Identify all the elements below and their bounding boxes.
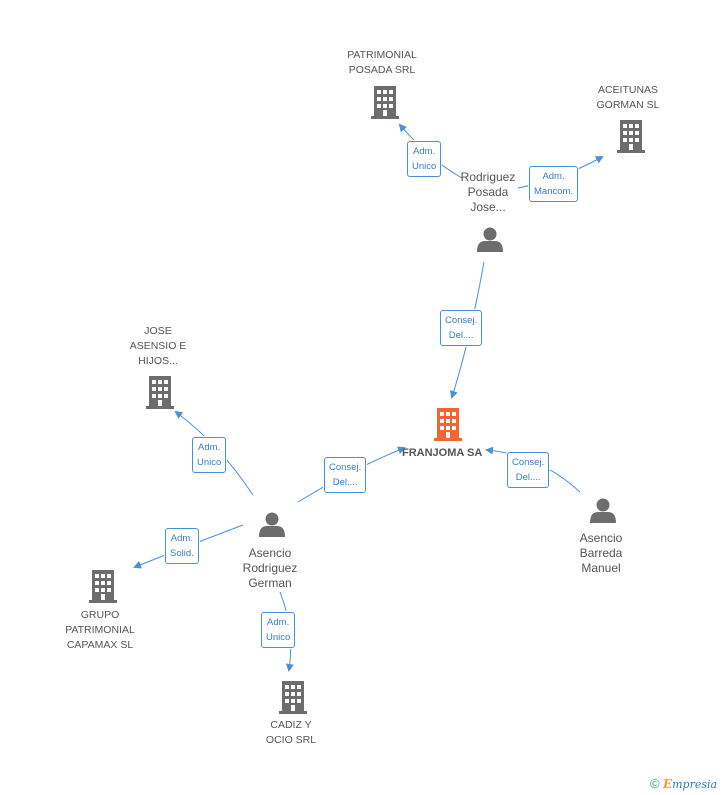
footer-brand: © Empresia — [650, 776, 717, 791]
edges — [133, 123, 604, 672]
relation-label[interactable]: Adm. Unico — [192, 437, 227, 473]
relation-label[interactable]: Adm. Solid. — [165, 528, 199, 564]
relation-label[interactable]: Consej. Del.... — [324, 457, 367, 493]
relation-label[interactable]: Adm. Mancom. — [529, 166, 579, 202]
building-icon-center[interactable] — [434, 408, 462, 441]
relation-label[interactable]: Adm. Unico — [407, 141, 442, 177]
node-label-asencio-barreda[interactable]: Asencio Barreda Manuel — [579, 531, 623, 575]
person-icon[interactable] — [259, 512, 285, 538]
node-label-cadiz-ocio[interactable]: CADIZ Y OCIO SRL — [265, 719, 317, 746]
person-icon[interactable] — [590, 498, 616, 524]
node-label-jose-asensio[interactable]: JOSE ASENSIO E HIJOS... — [129, 325, 187, 367]
relation-label[interactable]: Consej. Del.... — [507, 452, 550, 488]
building-icon[interactable] — [279, 681, 307, 714]
node-label-rodriguez-posada[interactable]: Rodriguez Posada Jose... — [460, 170, 516, 214]
node-label-asencio-rodriguez[interactable]: Asencio Rodriguez German — [242, 546, 298, 590]
building-icon[interactable] — [89, 570, 117, 603]
relation-label[interactable]: Consej. Del.... — [440, 310, 483, 346]
brand-logo-initial: E — [662, 777, 673, 791]
copyright-icon: © — [650, 776, 660, 791]
person-icon[interactable] — [477, 227, 503, 253]
node-label-aceitunas-gorman[interactable]: ACEITUNAS GORMAN SL — [596, 84, 660, 111]
building-icon[interactable] — [146, 376, 174, 409]
node-label-center[interactable]: FRANJOMA SA — [402, 447, 483, 459]
building-icon[interactable] — [371, 86, 399, 119]
building-icon[interactable] — [617, 120, 645, 153]
brand-logo-text: mpresia — [672, 778, 718, 791]
relation-label[interactable]: Adm. Unico — [261, 612, 296, 648]
node-label-patrimonial-posada[interactable]: PATRIMONIAL POSADA SRL — [347, 49, 417, 76]
node-label-grupo-patrimonial[interactable]: GRUPO PATRIMONIAL CAPAMAX SL — [65, 609, 135, 651]
